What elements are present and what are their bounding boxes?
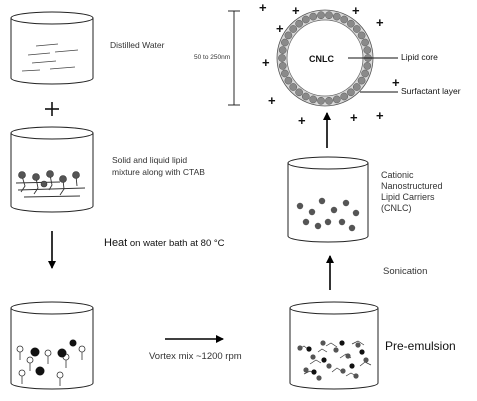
label-sonication: Sonication <box>383 266 428 277</box>
surfactant-bead <box>301 15 310 24</box>
surfactant-bead <box>281 38 289 47</box>
label-cnlc-center: CNLC <box>309 54 334 64</box>
beaker-lipid-mixture <box>10 126 94 213</box>
beaker-pre-emulsion <box>289 301 379 390</box>
label-size-range: 50 to 250nm <box>194 54 231 61</box>
beaker-heated <box>10 301 94 390</box>
beaker-cnlc <box>287 156 369 243</box>
charge-plus: + <box>352 3 360 18</box>
cnlc-particle <box>276 9 374 107</box>
surfactant-bead <box>352 83 361 91</box>
surfactant-bead <box>340 15 349 24</box>
surfactant-bead <box>317 96 325 105</box>
surfactant-bead <box>284 76 293 85</box>
surfactant-bead <box>278 62 287 70</box>
charge-plus: + <box>376 15 384 30</box>
label-heat: Heat on water bath at 80 °C <box>104 237 225 250</box>
charge-plus: + <box>259 0 267 15</box>
surfactant-bead <box>325 96 333 105</box>
surfactant-bead <box>361 38 369 47</box>
label-distilled-water: Distilled Water <box>110 40 165 50</box>
label-heat-bold: Heat <box>104 237 128 249</box>
surfactant-bead <box>309 12 318 21</box>
surfactant-bead <box>332 12 341 21</box>
surfactant-bead <box>347 19 355 28</box>
charge-plus: + <box>350 110 358 125</box>
surfactant-bead <box>340 92 349 101</box>
plus-sign-operator <box>45 102 59 116</box>
surfactant-bead <box>357 76 366 85</box>
surfactant-bead <box>295 88 303 97</box>
label-lipid-core: Lipid core <box>401 52 438 62</box>
label-cnlc-line2: Nanostructured <box>381 181 443 191</box>
label-cnlc-line4: (CNLC) <box>381 203 412 213</box>
charge-signs: + + + + + + + + + + + <box>259 0 400 128</box>
beaker-distilled-water <box>10 11 94 85</box>
surfactant-bead <box>309 95 318 104</box>
surfactant-bead <box>289 83 298 91</box>
surfactant-bead <box>284 31 293 40</box>
surfactant-bead <box>361 69 369 78</box>
label-heat-rest: on water bath at 80 °C <box>127 238 225 249</box>
surfactant-bead <box>281 69 289 78</box>
surfactant-bead <box>278 54 286 62</box>
surfactant-bead <box>317 11 325 20</box>
surfactant-bead <box>357 31 366 40</box>
label-lipid-mixture-line2: mixture along with CTAB <box>112 167 205 177</box>
surfactant-bead <box>352 25 361 33</box>
label-cnlc-line1: Cationic <box>381 170 414 180</box>
surfactant-bead <box>363 62 372 70</box>
label-lipid-mixture-line1: Solid and liquid lipid <box>112 155 188 165</box>
surfactant-bead <box>278 46 287 54</box>
charge-plus: + <box>392 75 400 90</box>
surfactant-bead <box>332 95 341 104</box>
charge-plus: + <box>292 3 300 18</box>
surfactant-bead <box>289 25 298 33</box>
surfactant-bead <box>295 19 303 28</box>
surfactant-bead <box>363 46 372 54</box>
label-cnlc-line3: Lipid Carriers <box>381 192 435 202</box>
surfactant-beads <box>278 11 372 105</box>
surfactant-bead <box>347 88 355 97</box>
surfactant-bead <box>325 11 333 20</box>
charge-plus: + <box>298 113 306 128</box>
charge-plus: + <box>268 93 276 108</box>
label-vortex: Vortex mix ~1200 rpm <box>149 351 242 362</box>
label-pre-emulsion: Pre-emulsion <box>385 339 456 353</box>
label-surfactant-layer: Surfactant layer <box>401 86 461 96</box>
size-bracket <box>228 10 240 106</box>
charge-plus: + <box>276 21 284 36</box>
charge-plus: + <box>262 55 270 70</box>
charge-plus: + <box>376 108 384 123</box>
surfactant-bead <box>301 92 310 101</box>
